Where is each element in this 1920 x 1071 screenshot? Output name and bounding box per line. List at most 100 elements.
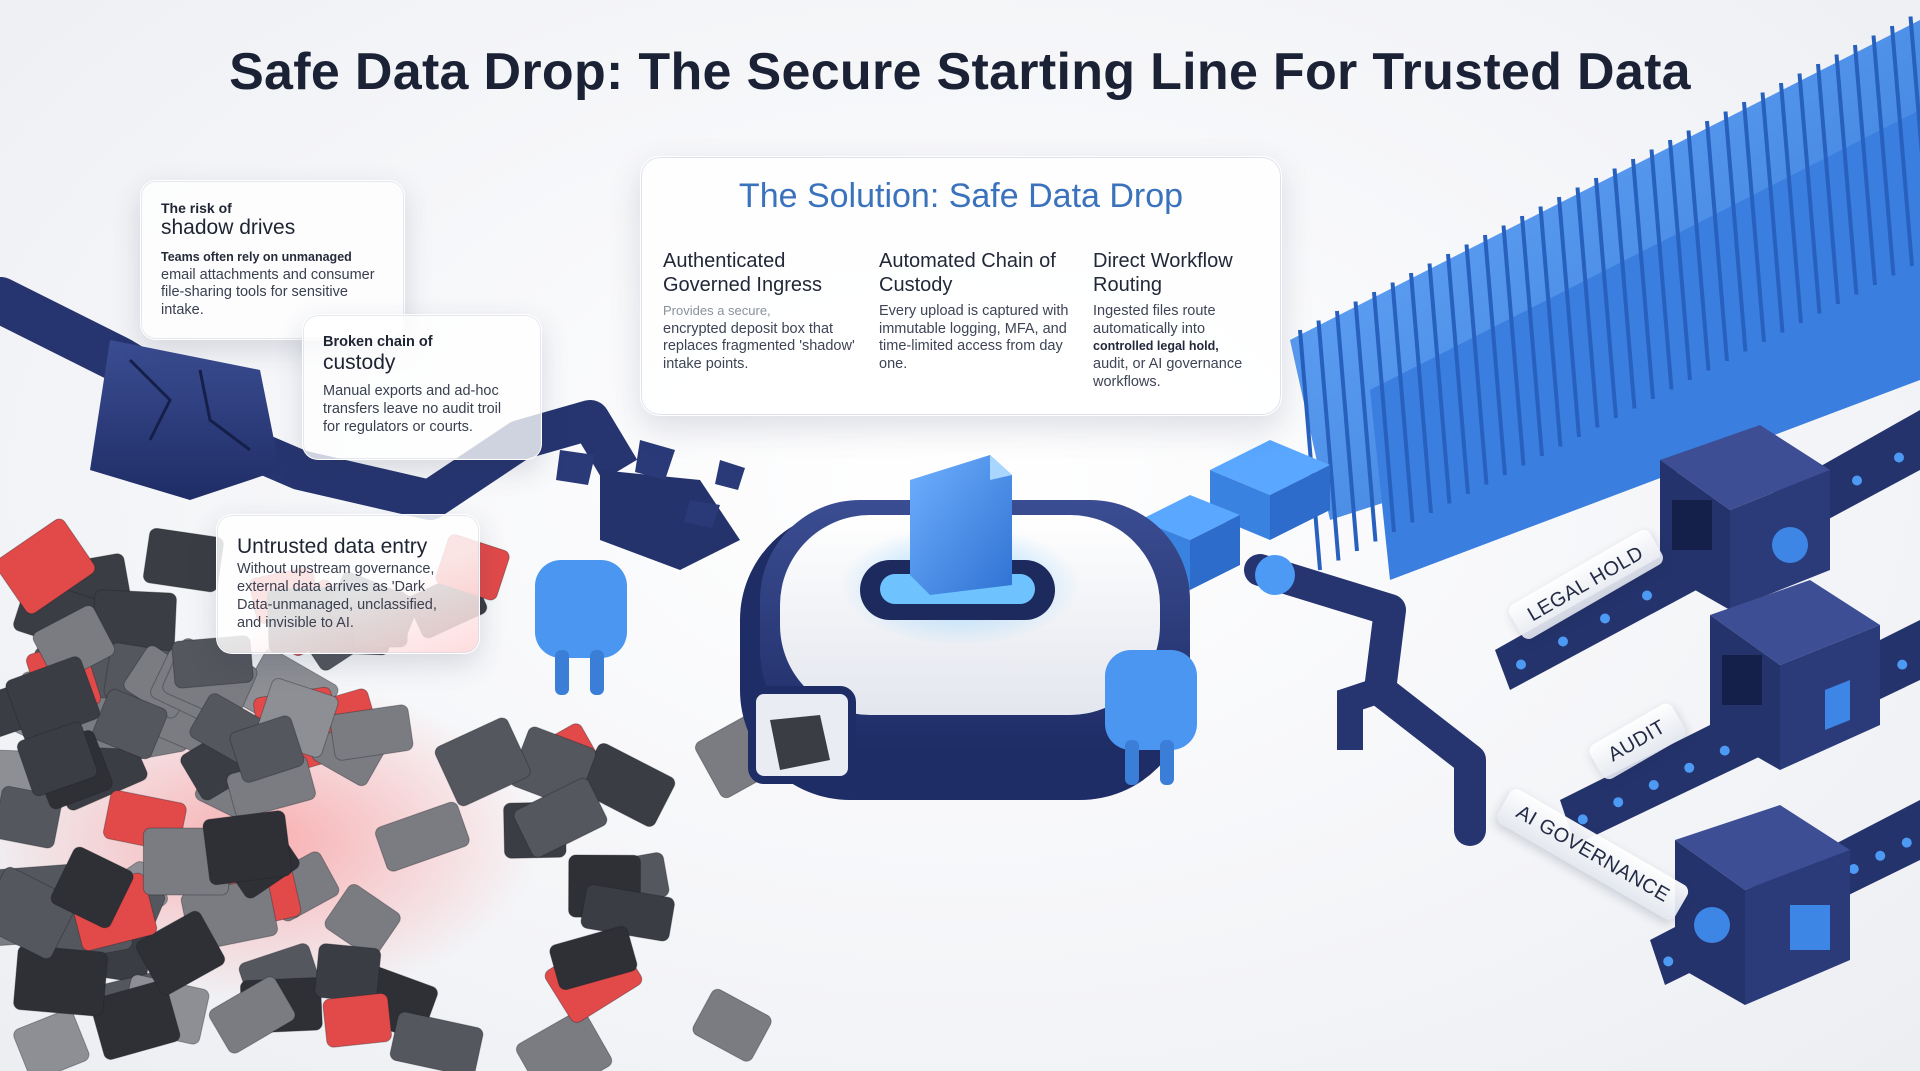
solution-panel: The Solution: Safe Data Drop Authenticat… [640,156,1282,416]
storage-ridge [1631,158,1655,400]
document-tile [692,988,772,1062]
storage-ridge [1612,168,1637,409]
legal-hold-cube [1660,425,1830,610]
column-text: encrypted deposit box that replaces frag… [663,320,855,373]
document-tile [374,801,470,872]
storage-ridge [1908,16,1920,155]
conveyor-roller [1684,762,1695,773]
document-tile [515,1009,613,1071]
storage-ridge [1871,35,1896,276]
storage-ridge [1409,272,1433,514]
card-text: Without upstream governance, external da… [237,561,437,632]
card-broken-custody: Broken chain of custody Manual exports a… [302,314,542,460]
solution-column-routing: Direct Workflow Routing Ingested files r… [1093,249,1273,391]
conveyor-roller [1894,452,1904,463]
storage-ridge [1742,101,1766,343]
storage-ridge [1594,177,1618,419]
card-text: email attachments and consumer file-shar… [161,266,375,319]
storage-ridge [1298,329,1322,571]
conveyor-roller [1516,659,1526,670]
document-tile [135,910,226,996]
conveyor-roller [1719,745,1730,756]
document-tile [513,777,608,858]
document-tile [50,846,134,929]
storage-ridge [1520,215,1544,457]
storage-ridge [1538,206,1563,447]
blue-robot-right [1105,650,1197,785]
document-tile [329,704,414,761]
column-text: Every upload is captured with immutable … [879,303,1069,373]
storage-ridge [1353,301,1378,542]
solution-column-custody: Automated Chain of Custody Every upload … [879,249,1079,374]
conveyor-roller [1875,850,1886,861]
document-tile [16,721,98,797]
storage-ridge [1816,63,1840,305]
conveyor-roller [1600,613,1610,624]
storage-ridge [1464,244,1489,485]
conveyor-roller [1613,797,1624,808]
storage-ridge [1316,320,1341,561]
storage-ridge [1557,196,1581,438]
document-tile [324,883,401,958]
storage-ridge [1649,149,1674,390]
storage-ridge [1723,111,1748,352]
document-tile [13,1009,90,1071]
storage-ridge [1760,92,1785,333]
audit-cube [1710,580,1880,770]
card-untrusted-entry: Untrusted data entry Without upstream go… [216,514,480,654]
storage-ridge [1853,44,1877,286]
column-body: Provides a secure, encrypted deposit box… [663,303,863,374]
document-tile [142,527,224,593]
card-lead: Teams often rely on unmanaged [161,249,352,264]
conveyor-roller [1663,956,1674,967]
page-title: Safe Data Drop: The Secure Starting Line… [229,43,1691,101]
storage-ridge [1797,73,1822,314]
safe-data-drop-box [740,455,1190,800]
storage-ridge [1335,310,1359,552]
conveyor-roller [1577,814,1588,825]
document-tile [549,925,638,991]
column-text: Ingested files route automatically into [1093,303,1216,337]
storage-ridge [1890,25,1914,267]
storage-ridge [1390,282,1415,523]
document-tile [322,992,392,1048]
storage-ridge [1483,234,1507,476]
storage-ridge [1427,263,1452,504]
document-tile [314,943,382,1003]
storage-ridge [1501,225,1526,466]
storage-ridge [1446,253,1470,495]
column-lead: Provides a secure, [663,303,771,318]
card-heading: custody [323,350,396,374]
column-emphasis: controlled legal hold, [1093,339,1219,354]
document-tile [32,605,116,683]
storage-ridge [1372,291,1396,533]
storage-ridge [1668,139,1692,381]
conveyor-roller [1648,780,1659,790]
blue-robot-left [535,560,627,695]
column-heading: Authenticated Governed Ingress [663,250,822,296]
card-heading: Untrusted data entry [237,535,428,558]
document-tile [389,1011,484,1071]
document-tile [13,944,109,1017]
routing-pipes [1244,554,1486,846]
conveyor-roller [1901,837,1912,848]
storage-ridge [1834,54,1859,295]
card-body: Teams often rely on unmanaged email atta… [161,249,384,321]
storage-ridge [1779,82,1803,324]
legacy-pipe [0,277,745,570]
conveyor-roller [1642,590,1652,601]
solution-column-ingress: Authenticated Governed Ingress Provides … [663,249,863,374]
document-tile [89,980,181,1060]
column-heading: Automated Chain of Custody [879,250,1056,296]
document-tile [0,866,78,960]
conveyor-roller [1848,864,1859,874]
column-body: Ingested files route automatically into … [1093,303,1273,391]
conveyor-roller [1897,659,1908,670]
conveyor-roller [1852,475,1862,486]
solution-title: The Solution: Safe Data Drop [738,177,1184,215]
card-kicker: Broken chain of [323,334,433,350]
conveyor-roller [1558,636,1568,647]
document-tile [208,976,296,1054]
column-text-2: audit, or AI governance workflows. [1093,356,1243,390]
column-heading: Direct Workflow Routing [1093,250,1233,296]
